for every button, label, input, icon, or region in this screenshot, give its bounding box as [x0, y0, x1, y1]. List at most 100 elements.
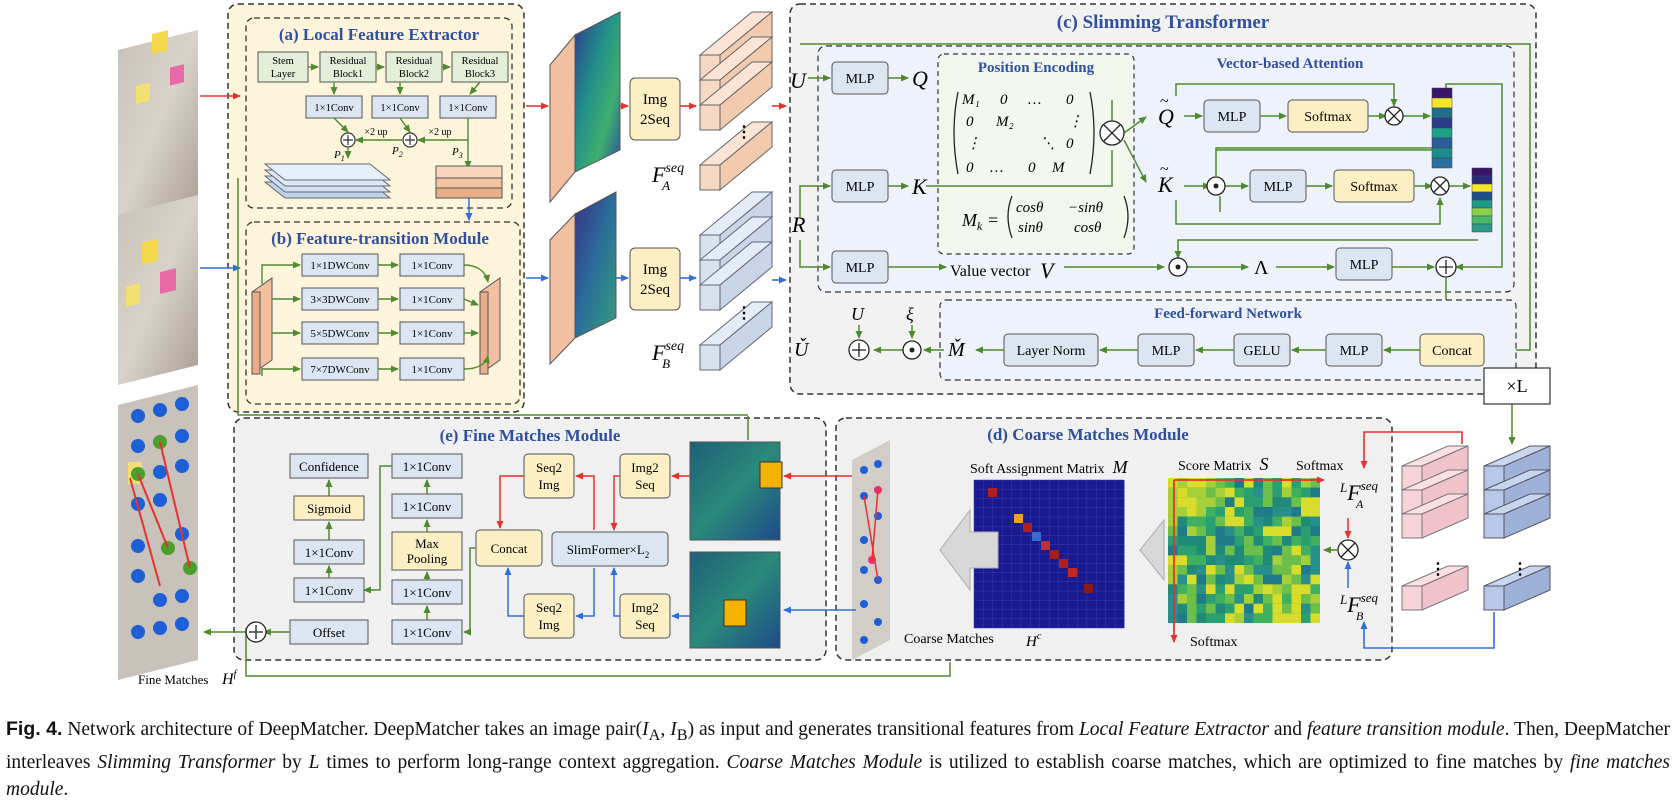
score-cell	[1168, 613, 1178, 624]
sequence-tokens-a	[698, 10, 774, 192]
img2seq-b-box	[629, 247, 681, 311]
offset-label: Offset	[313, 625, 346, 640]
l-tokens-a-ellipsis: ⋮	[1430, 561, 1446, 578]
score-cell	[1168, 574, 1178, 585]
img2seq-fine-a-line1: Img2	[631, 460, 658, 475]
score-cell	[1168, 487, 1178, 498]
offset-box	[289, 619, 369, 645]
score-cell	[1291, 536, 1301, 546]
seq-a-ellipsis: ⋮	[736, 124, 752, 141]
img2seq-a-box	[629, 77, 681, 141]
svg-text:⋮: ⋮	[966, 136, 981, 152]
score-cell	[1263, 565, 1273, 575]
score-cell	[1177, 526, 1187, 537]
score-cell	[1177, 516, 1187, 527]
input-r-label: R	[791, 212, 806, 237]
img2seq-a-line1: Img	[643, 92, 668, 108]
score-cell	[1310, 545, 1320, 556]
score-cell	[1187, 545, 1197, 556]
score-cell	[1215, 603, 1225, 614]
score-cell	[1234, 478, 1244, 488]
score-cell	[1206, 526, 1216, 537]
score-cell	[1215, 536, 1225, 546]
score-cell	[1244, 487, 1254, 498]
caption-italic-1: Local Feature Extractor	[1078, 719, 1269, 740]
score-cell	[1196, 497, 1206, 508]
score-cell	[1282, 487, 1292, 498]
score-cell	[1272, 497, 1282, 508]
score-cell	[1215, 565, 1225, 575]
caption-text-6: times to perform long-range context aggr…	[319, 751, 727, 773]
svg-text:cosθ: cosθ	[1074, 220, 1102, 236]
score-cell	[1234, 574, 1244, 585]
score-cell	[1177, 507, 1187, 517]
score-cell	[1177, 536, 1187, 546]
seq-b-ellipsis: ⋮	[736, 305, 752, 322]
lambda-label: Λ	[1254, 257, 1269, 279]
score-cell	[1225, 507, 1235, 517]
otimes-q	[1384, 106, 1404, 126]
fine-feature-patch-a	[689, 441, 783, 541]
fine-conv-c-box	[391, 453, 463, 479]
svg-text:…: …	[990, 160, 1003, 176]
oplus-ffn	[848, 339, 870, 361]
score-cell	[1272, 545, 1282, 556]
score-cell	[1244, 603, 1254, 614]
caption-ib: I	[670, 719, 677, 740]
rotation-matrix: cosθ −sinθ sinθ cosθ	[1007, 195, 1129, 239]
score-cell	[1272, 565, 1282, 575]
score-cell	[1263, 574, 1273, 585]
caption-italic-4: Coarse Matches Module	[726, 751, 923, 773]
score-cell	[1196, 565, 1206, 575]
score-cell	[1187, 565, 1197, 575]
score-cell	[1272, 594, 1282, 604]
score-cell	[1253, 516, 1263, 527]
mlp-q-label: MLP	[846, 72, 875, 87]
attention-weights-k	[1471, 167, 1493, 233]
score-cell	[1215, 584, 1225, 595]
score-cell	[1253, 574, 1263, 585]
fine-feature-patch-b	[689, 551, 781, 649]
score-cell	[1168, 603, 1178, 614]
score-cell	[1272, 613, 1282, 624]
score-cell	[1310, 555, 1320, 566]
big-arrow-score-to-soft	[1139, 518, 1165, 582]
score-cell	[1234, 565, 1244, 575]
score-cell	[1206, 555, 1216, 566]
sigmoid-label: Sigmoid	[307, 501, 352, 516]
score-cell	[1291, 497, 1301, 508]
rb1-line2: Block1	[333, 69, 363, 80]
score-cell	[1291, 603, 1301, 614]
score-cell	[1263, 516, 1273, 527]
score-cell	[1196, 594, 1206, 604]
feature-slab-p3	[435, 165, 503, 199]
score-cell	[1234, 584, 1244, 595]
odot-k	[1206, 176, 1226, 196]
score-cell	[1215, 526, 1225, 537]
score-cell	[1272, 574, 1282, 585]
score-cell	[1196, 516, 1206, 527]
mlp-attn-k-label: MLP	[1264, 180, 1293, 195]
q-tilde-mark: ~	[1160, 93, 1169, 110]
score-cell	[1253, 507, 1263, 517]
ftm-input-slab	[251, 277, 273, 375]
score-cell	[1301, 545, 1311, 556]
score-cell	[1206, 545, 1216, 556]
score-cell	[1282, 603, 1292, 614]
score-cell	[1215, 478, 1225, 488]
score-cell	[1215, 594, 1225, 604]
score-cell	[1301, 565, 1311, 575]
score-cell	[1272, 507, 1282, 517]
score-cell	[1263, 487, 1273, 498]
score-cell	[1187, 555, 1197, 566]
score-cell	[1301, 478, 1311, 488]
score-matrix	[1168, 478, 1320, 624]
score-cell	[1187, 516, 1197, 527]
score-cell	[1187, 613, 1197, 624]
coarse-matches-label: Coarse Matches	[904, 632, 994, 647]
score-cell	[1291, 516, 1301, 527]
score-cell	[1291, 584, 1301, 595]
score-cell	[1263, 536, 1273, 546]
score-cell	[1234, 594, 1244, 604]
img2seq-fine-b-line2: Seq	[635, 617, 655, 632]
